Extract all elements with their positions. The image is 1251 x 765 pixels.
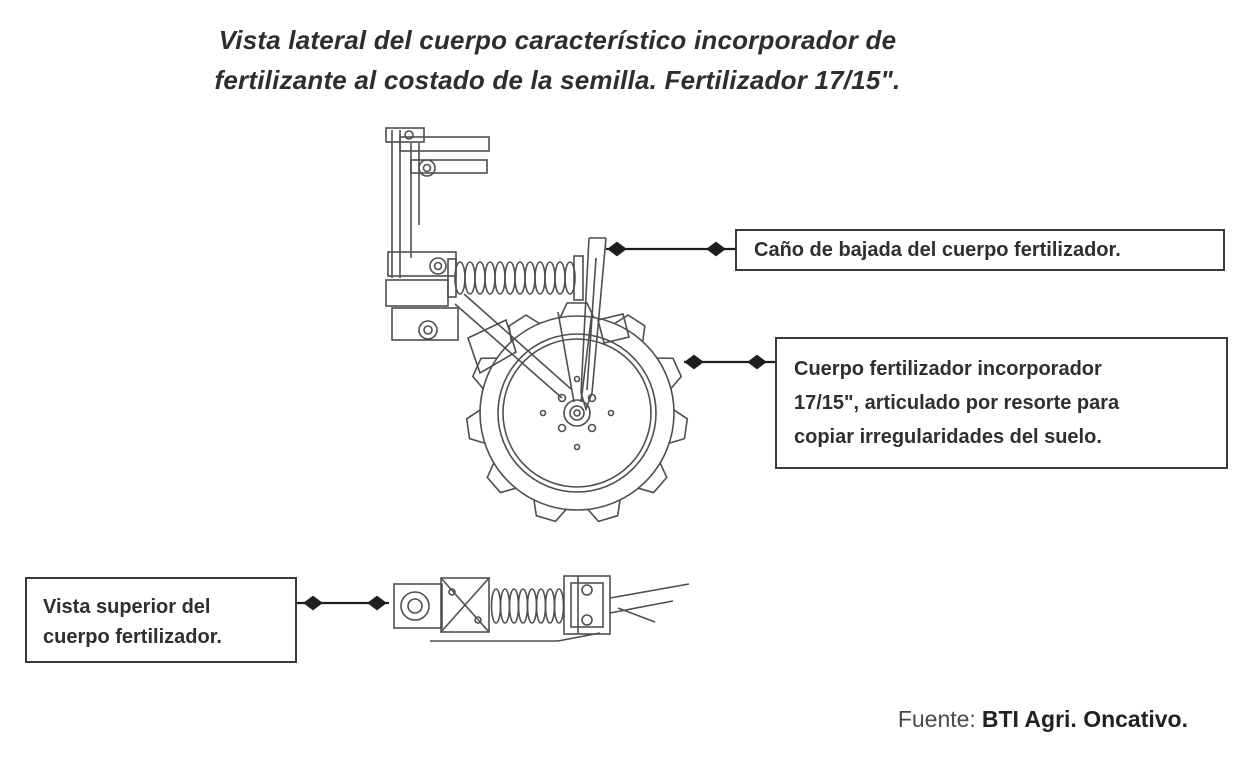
down-tube xyxy=(580,237,607,412)
diamond-marker xyxy=(747,354,767,370)
diamond-marker xyxy=(367,595,387,611)
callout-body-line2: 17/15", articulado por resorte para xyxy=(794,392,1120,414)
source-value: BTI Agri. Oncativo. xyxy=(981,706,1188,732)
source-caption: Fuente:BTI Agri. Oncativo. xyxy=(898,706,1188,733)
spring-clamp xyxy=(385,251,459,341)
callout-top-view-line2: cuerpo fertilizador. xyxy=(43,626,222,648)
toothed-wheel xyxy=(465,302,689,523)
top-view-spring xyxy=(490,588,565,624)
figure-title-line1: Vista lateral del cuerpo característico … xyxy=(218,25,897,55)
top-view-body-block xyxy=(563,575,611,635)
diamond-marker xyxy=(706,241,726,257)
connector-top-view xyxy=(297,595,389,611)
connector-downspout xyxy=(606,241,735,257)
diamond-marker xyxy=(303,595,323,611)
figure-title: Vista lateral del cuerpo característico … xyxy=(0,20,1115,100)
top-view-ring xyxy=(393,583,443,629)
diamond-marker xyxy=(607,241,627,257)
diamond-marker xyxy=(684,354,704,370)
side-view-drawing xyxy=(385,127,689,523)
callout-top-view: Vista superior del cuerpo fertilizador. xyxy=(25,577,297,663)
callout-downspout-text: Caño de bajada del cuerpo fertilizador. xyxy=(754,238,1121,261)
support-arms xyxy=(454,293,630,403)
source-label: Fuente: xyxy=(897,706,976,732)
mount-bracket xyxy=(385,127,490,278)
callout-body-line3: copiar irregularidades del suelo. xyxy=(794,426,1102,448)
coil-spring xyxy=(447,255,584,301)
callout-body-line1: Cuerpo fertilizador incorporador xyxy=(794,358,1102,380)
callout-top-view-line1: Vista superior del xyxy=(43,596,211,618)
figure-title-line2: fertilizante al costado de la semilla. F… xyxy=(214,65,901,95)
top-view-clamp xyxy=(440,577,490,633)
callout-body: Cuerpo fertilizador incorporador 17/15",… xyxy=(775,337,1228,469)
callout-downspout: Caño de bajada del cuerpo fertilizador. xyxy=(735,229,1225,271)
top-view-tail xyxy=(430,583,690,642)
connector-body xyxy=(684,354,775,370)
top-view-drawing xyxy=(393,575,690,642)
